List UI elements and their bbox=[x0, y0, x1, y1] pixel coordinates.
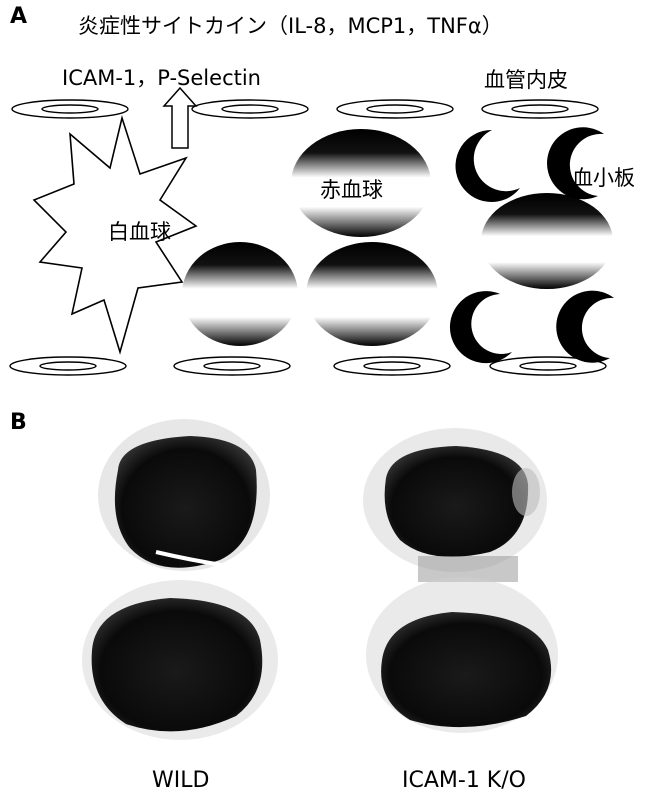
ko-heart-photo bbox=[363, 428, 558, 733]
cytokine-label: 炎症性サイトカイン（IL-8，MCP1，TNFα） bbox=[78, 10, 503, 40]
wild-heart-photo bbox=[82, 419, 278, 740]
rbc-label: 赤血球 bbox=[320, 174, 383, 204]
adhesion-arrow-icon bbox=[164, 88, 196, 148]
ko-caption: ICAM-1 K/O bbox=[402, 768, 526, 793]
endothelium-top bbox=[12, 100, 598, 118]
endothelium-bottom bbox=[10, 357, 606, 375]
rbc-cell bbox=[182, 242, 298, 346]
endothelium-label: 血管内皮 bbox=[484, 64, 568, 94]
panel-a-letter: A bbox=[10, 4, 27, 29]
rbc-cell bbox=[481, 193, 613, 289]
wild-caption: WILD bbox=[152, 768, 209, 793]
platelet-label: 血小板 bbox=[572, 162, 635, 192]
rbc-cell bbox=[306, 242, 438, 346]
platelet-crescent bbox=[450, 291, 512, 363]
panel-b-letter: B bbox=[10, 410, 27, 435]
adhesion-molecule-label: ICAM-1，P-Selectin bbox=[62, 62, 261, 92]
platelet-crescent bbox=[456, 130, 520, 202]
leukocyte-label: 白血球 bbox=[108, 216, 171, 246]
platelet-crescent bbox=[556, 291, 614, 363]
